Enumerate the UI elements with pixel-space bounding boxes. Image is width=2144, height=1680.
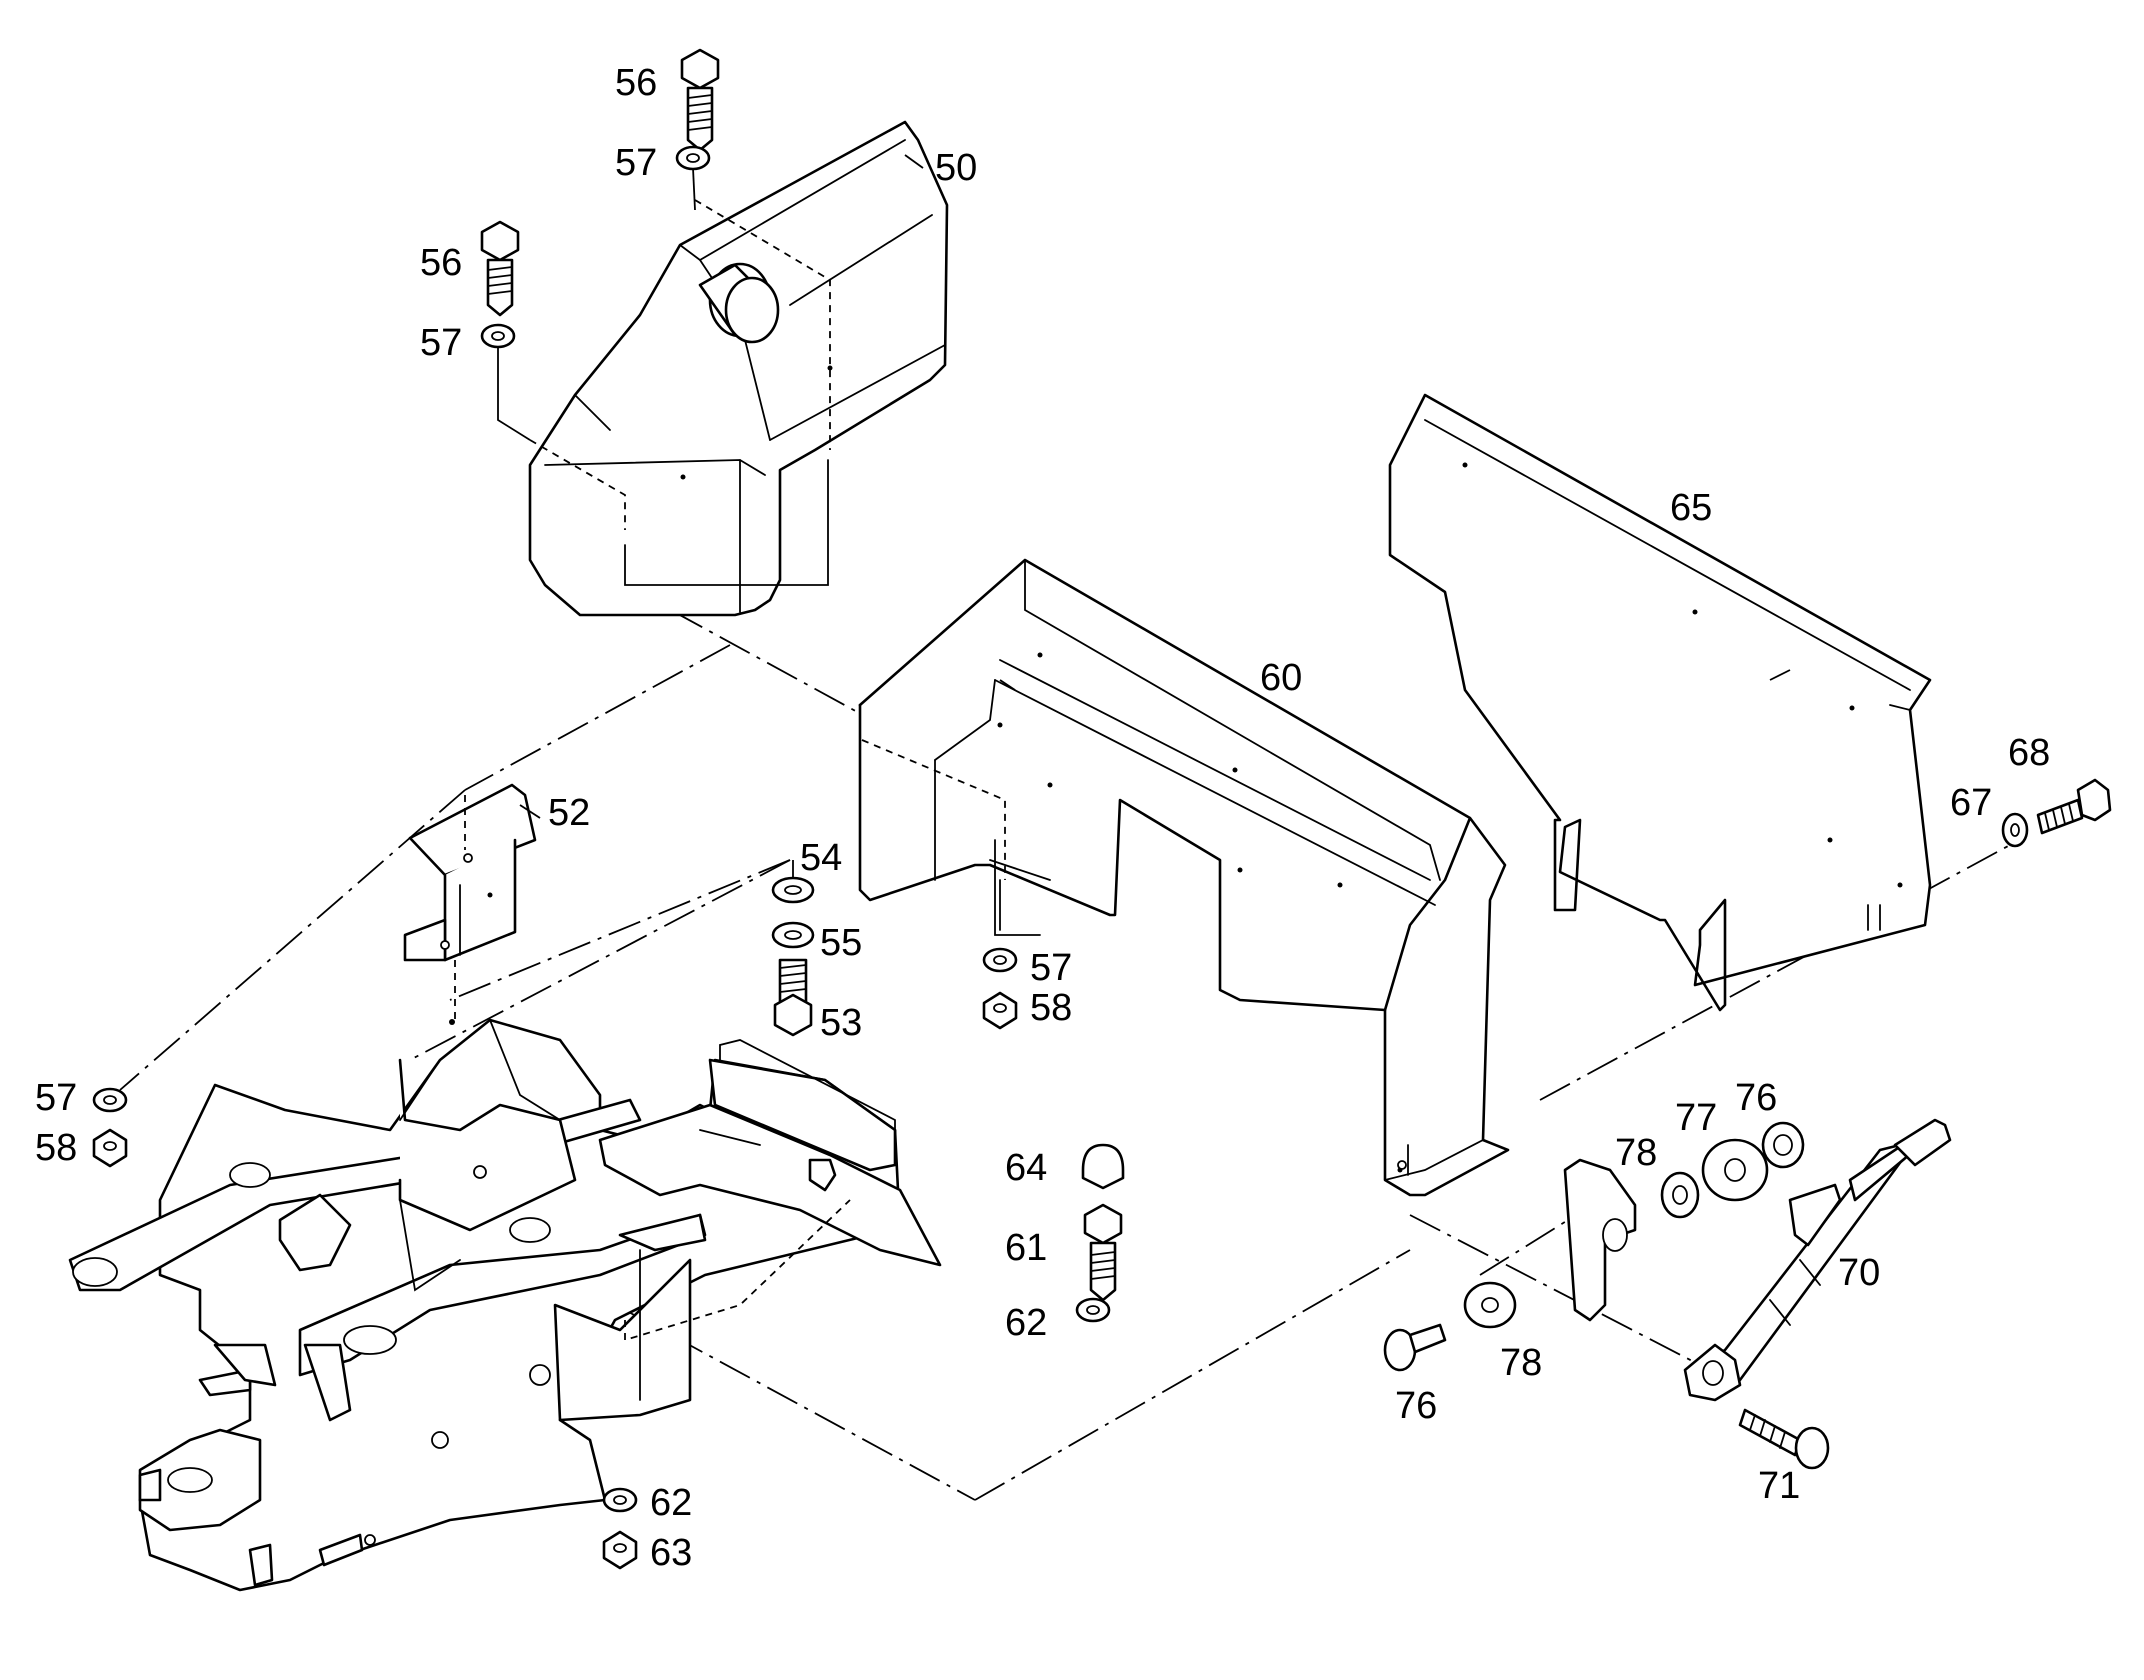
bracket-part-52 xyxy=(403,783,537,1025)
label-60: 60 xyxy=(1260,657,1302,699)
bolt-53 xyxy=(773,958,813,1037)
label-68: 68 xyxy=(2008,732,2050,774)
label-57-top: 57 xyxy=(615,142,657,184)
label-58-center: 58 xyxy=(1030,987,1072,1029)
assembly-leader-lines xyxy=(119,584,2011,1501)
label-61: 61 xyxy=(1005,1227,1047,1269)
rear-panel-part-65 xyxy=(1388,393,1932,1012)
label-54: 54 xyxy=(800,837,842,879)
strut-part-70 xyxy=(1683,1118,1952,1402)
label-78-bottom: 78 xyxy=(1500,1342,1542,1384)
label-64: 64 xyxy=(1005,1147,1047,1189)
label-67: 67 xyxy=(1950,782,1992,824)
bolt-76-bottom xyxy=(1383,1323,1447,1372)
bolt-56-left xyxy=(480,220,520,317)
label-76-bottom: 76 xyxy=(1395,1385,1437,1427)
label-71: 71 xyxy=(1758,1465,1800,1507)
label-78-top: 78 xyxy=(1615,1132,1657,1174)
bolt-56-top xyxy=(680,48,720,152)
center-panel-part-60 xyxy=(858,558,1510,1197)
label-70: 70 xyxy=(1838,1252,1880,1294)
hardware xyxy=(92,48,2112,1570)
part-number-labels: 50 52 53 54 55 56 56 57 57 57 57 58 58 6… xyxy=(35,62,2050,1574)
label-56-top: 56 xyxy=(615,62,657,104)
label-76-top: 76 xyxy=(1735,1077,1777,1119)
pin-part-71 xyxy=(1738,1408,1830,1470)
fuel-tank-part-50 xyxy=(528,120,949,617)
label-56-left: 56 xyxy=(420,242,462,284)
label-63: 63 xyxy=(650,1532,692,1574)
label-57-center: 57 xyxy=(1030,947,1072,989)
bolt-61 xyxy=(1083,1203,1123,1302)
label-62-center: 62 xyxy=(1005,1302,1047,1344)
chassis-frame xyxy=(68,1018,942,1592)
label-50: 50 xyxy=(935,147,977,189)
label-leaders xyxy=(519,154,1791,819)
label-57-left: 57 xyxy=(420,322,462,364)
label-55: 55 xyxy=(820,922,862,964)
bolt-68 xyxy=(2036,778,2112,835)
label-77: 77 xyxy=(1675,1097,1717,1139)
label-52: 52 xyxy=(548,792,590,834)
label-53: 53 xyxy=(820,1002,862,1044)
label-65: 65 xyxy=(1670,487,1712,529)
cap-nut-64 xyxy=(1081,1143,1125,1190)
label-58-left: 58 xyxy=(35,1127,77,1169)
label-57-left-bottom: 57 xyxy=(35,1077,77,1119)
label-62-bottom: 62 xyxy=(650,1482,692,1524)
